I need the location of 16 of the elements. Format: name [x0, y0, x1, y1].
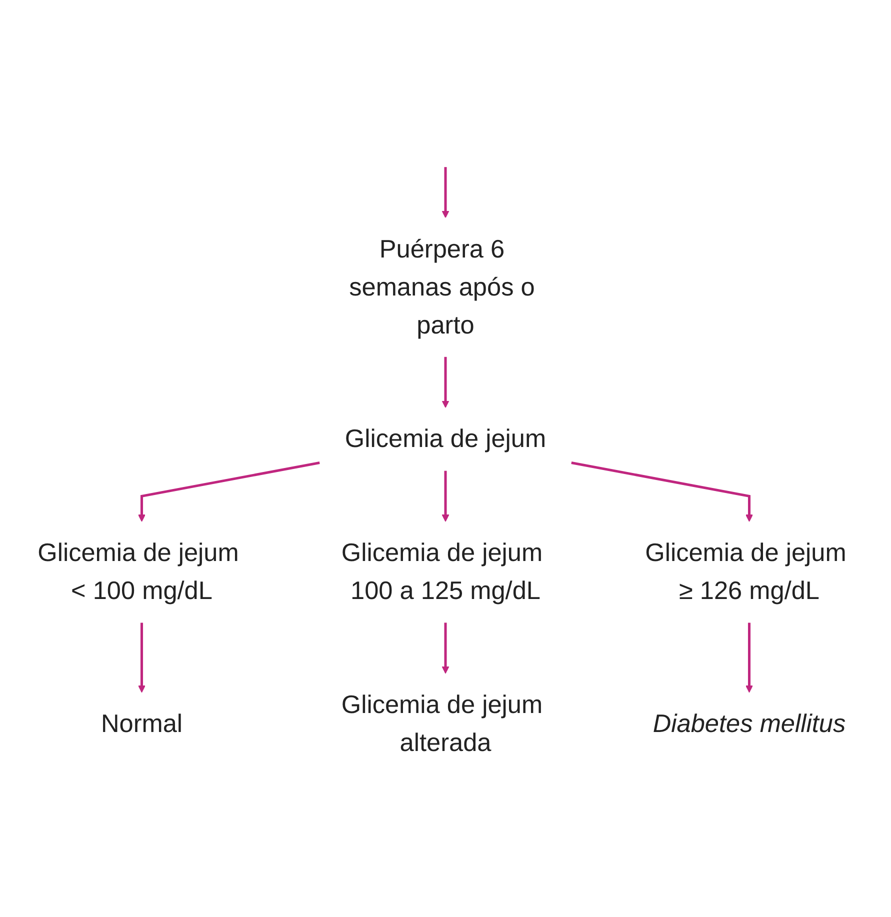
node-text: Normal: [100, 710, 183, 738]
node-text: Glicemia de jejum alterada: [341, 691, 543, 758]
arrow: [442, 471, 450, 522]
node-text: Glicemia de jejum < 100 mg/dL: [38, 540, 239, 606]
arrow: [138, 462, 320, 522]
node-text: Glicemia de jejum 100 a 125 mg/dL: [341, 540, 543, 606]
node-text: Glicemia de jejum: [344, 426, 546, 454]
node-text: Diabetes mellitus: [652, 710, 846, 738]
arrow: [746, 623, 753, 693]
node-text: Glicemia de jejum ≥ 126 mg/dL: [645, 540, 846, 606]
arrow: [442, 623, 450, 674]
arrow: [442, 167, 450, 218]
arrow: [571, 462, 753, 522]
arrow: [442, 357, 450, 408]
arrow: [138, 623, 146, 693]
node-text: Puérpera 6 semanas após o parto: [349, 236, 535, 340]
